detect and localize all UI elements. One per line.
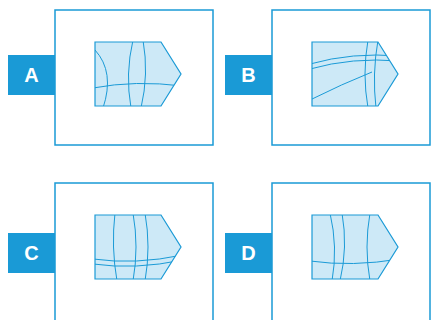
- panel-frames: [55, 10, 430, 320]
- panel-label: D: [225, 233, 272, 273]
- panel-label: B: [225, 55, 272, 95]
- panel-frame: [55, 10, 213, 145]
- drill-bit-shape: [310, 213, 400, 281]
- panel-letter: D: [241, 243, 255, 263]
- panel-frame: [55, 183, 213, 320]
- panel-frame: [272, 183, 430, 320]
- drill-bit-shape: [93, 40, 183, 108]
- drill-bit-shape: [93, 213, 183, 281]
- panel-letter: C: [24, 243, 38, 263]
- panel-frame: [272, 10, 430, 145]
- panel-letter: B: [241, 65, 255, 85]
- panel-letter: A: [24, 65, 38, 85]
- panel-label: A: [8, 55, 55, 95]
- panel-label: C: [8, 233, 55, 273]
- drill-bit-shape: [310, 40, 400, 108]
